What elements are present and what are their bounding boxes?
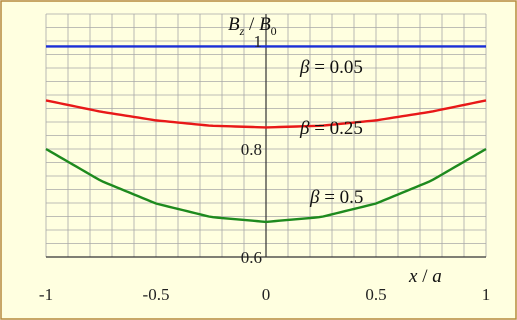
series-label-beta-0.5: β = 0.5 bbox=[309, 187, 363, 208]
series-group bbox=[45, 45, 487, 224]
y-tick-label: 0.8 bbox=[241, 140, 262, 159]
y-tick-label: 1 bbox=[254, 32, 263, 51]
y-axis-label: Bz / B0 bbox=[228, 14, 277, 38]
tick-labels: -1 -0.5 0 0.5 1 0.6 0.8 1 bbox=[39, 32, 490, 304]
series-label-beta-0.05: β = 0.05 bbox=[299, 57, 363, 78]
y-tick-label: 0.6 bbox=[241, 248, 262, 267]
labels: Bz / B0 x / a β = 0.05 β = 0.25 β = 0.5 bbox=[228, 14, 442, 287]
series-line-2 bbox=[45, 147, 487, 224]
x-tick-label: 0.5 bbox=[365, 285, 386, 304]
series-line-1 bbox=[45, 99, 487, 129]
x-tick-label: -1 bbox=[39, 285, 53, 304]
x-tick-label: 0 bbox=[262, 285, 271, 304]
axes bbox=[46, 14, 486, 258]
x-tick-label: 1 bbox=[482, 285, 491, 304]
x-axis-label: x / a bbox=[408, 266, 442, 287]
x-tick-label: -0.5 bbox=[143, 285, 170, 304]
series-label-beta-0.25: β = 0.25 bbox=[299, 118, 363, 139]
